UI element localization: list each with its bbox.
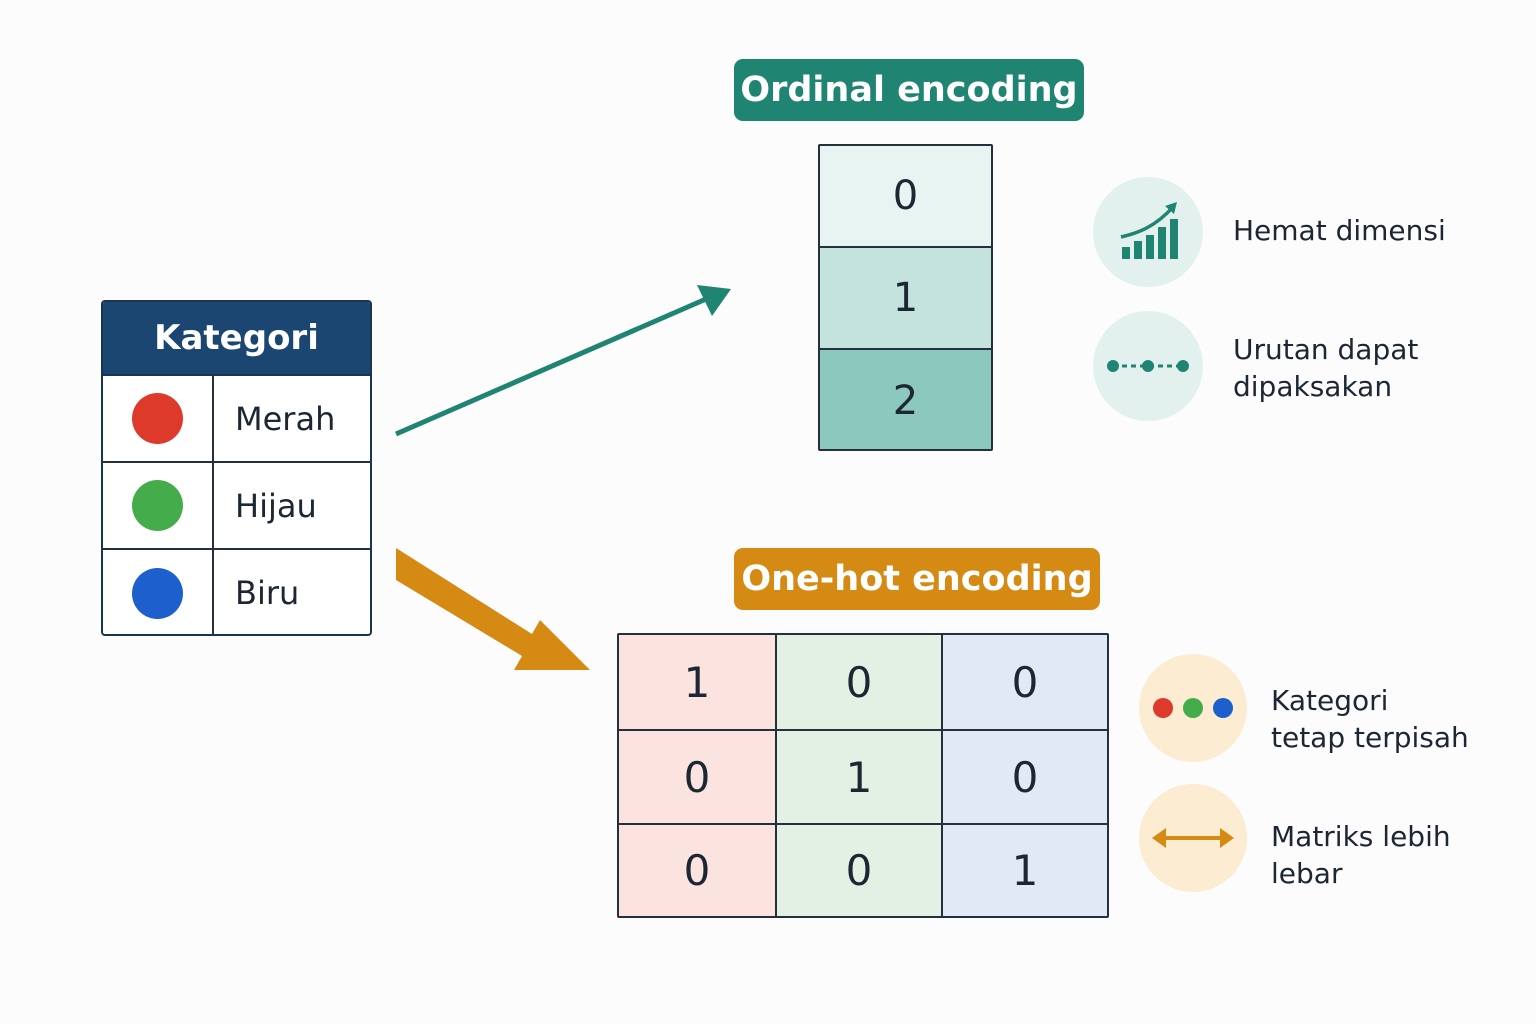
feature-kategori-tetap-terpisah: Kategori tetap terpisah [1271, 684, 1469, 754]
green-dot-icon [132, 480, 183, 531]
category-table-header: Kategori [103, 302, 370, 376]
onehot-cell: 1 [777, 731, 943, 825]
onehot-cell: 0 [943, 731, 1107, 825]
feature-hemat-dimensi: Hemat dimensi [1233, 214, 1446, 247]
onehot-cell: 0 [777, 635, 943, 731]
category-table: Kategori Merah Hijau Biru [101, 300, 372, 636]
onehot-cell: 0 [619, 731, 777, 825]
ordinal-cell: 1 [820, 248, 991, 350]
onehot-cell: 0 [943, 635, 1107, 731]
arrow-to-ordinal [395, 285, 731, 437]
red-dot-icon [132, 393, 183, 444]
category-row-red: Merah [103, 376, 370, 463]
arrow-to-onehot [396, 548, 590, 670]
onehot-cell: 0 [619, 825, 777, 916]
category-row-blue: Biru [103, 550, 370, 634]
category-row-green: Hijau [103, 463, 370, 550]
bar-chart-trend-icon [1093, 177, 1203, 287]
feature-urutan-dapat-dipaksakan: Urutan dapat dipaksakan [1233, 333, 1419, 403]
category-label: Merah [235, 399, 336, 438]
ordinal-cell: 0 [820, 146, 991, 248]
onehot-encoding-title: One-hot encoding [734, 548, 1100, 610]
onehot-cell: 0 [777, 825, 943, 916]
onehot-cell: 1 [943, 825, 1107, 916]
blue-dot-icon [132, 567, 183, 619]
double-arrow-icon [1139, 784, 1247, 892]
three-colored-dots-icon [1139, 654, 1247, 762]
category-label: Biru [235, 574, 300, 612]
feature-matriks-lebih-lebar: Matriks lebih lebar [1271, 820, 1451, 890]
ordinal-column: 0 1 2 [818, 144, 993, 451]
category-label: Hijau [235, 486, 317, 525]
ordinal-cell: 2 [820, 350, 991, 449]
onehot-matrix: 1 0 0 0 1 0 0 0 1 [617, 633, 1109, 918]
ordinal-encoding-title: Ordinal encoding [734, 59, 1084, 121]
dotted-sequence-icon [1093, 311, 1203, 421]
onehot-cell: 1 [619, 635, 777, 731]
